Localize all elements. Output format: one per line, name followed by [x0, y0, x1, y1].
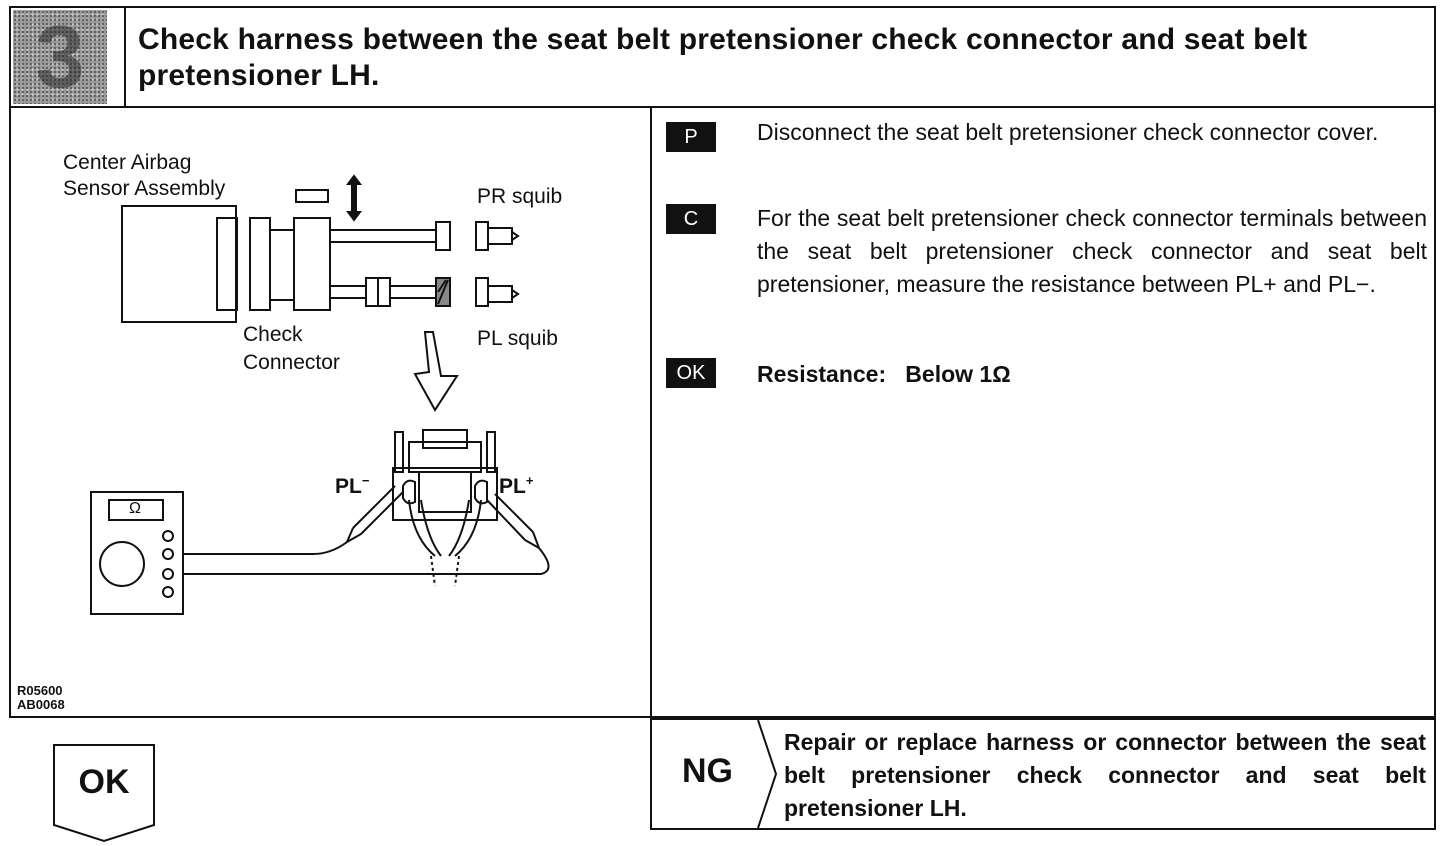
step-c-text: For the seat belt pretensioner check con… — [757, 205, 1427, 297]
label-pr-squib: PR squib — [477, 185, 563, 208]
multimeter-dial — [99, 541, 145, 587]
pr-harness-connector — [435, 221, 451, 251]
tag-ok: OK — [666, 358, 716, 388]
ng-chevron — [757, 719, 778, 829]
diagram-illustration — [90, 174, 550, 615]
label-center-airbag-2: Sensor Assembly — [63, 177, 226, 200]
check-connector-mid — [269, 229, 295, 301]
check-connector-left — [249, 217, 271, 311]
label-check-1: Check — [243, 323, 303, 346]
tag-p: P — [666, 122, 716, 152]
pr-squib-connector — [475, 221, 489, 251]
column-divider — [650, 106, 652, 718]
connector-cover — [295, 189, 329, 203]
closeup-connector-body — [392, 467, 498, 521]
header-divider — [124, 6, 126, 108]
pl-squib-connector — [475, 277, 489, 307]
multimeter-body — [90, 491, 184, 615]
label-center-airbag-1: Center Airbag — [63, 151, 192, 174]
step-number-badge: 3 — [13, 10, 107, 104]
sensor-plug — [216, 217, 238, 311]
multimeter-display — [108, 499, 164, 521]
ok-pentagon — [53, 744, 155, 843]
meter-display-symbol: Ω — [129, 500, 141, 517]
zoom-arrow-icon — [413, 331, 459, 412]
tag-c: C — [666, 204, 716, 234]
pl-squib-plug — [487, 285, 513, 303]
ng-label: NG — [682, 752, 733, 790]
label-pl-plus: PL+ — [499, 473, 534, 498]
wiring-diagram: Center Airbag Sensor Assembly PR squib P… — [11, 108, 650, 716]
label-check-2: Connector — [243, 351, 340, 374]
ng-result-box — [650, 718, 1436, 830]
ok-result-box: OK — [52, 743, 156, 843]
ok-label: OK — [78, 763, 130, 801]
closeup-connector-top — [422, 429, 468, 449]
up-arrow-icon — [346, 174, 362, 201]
step-ok-text: Resistance: Below 1Ω — [757, 361, 1011, 387]
figure-code-1: R05600 — [17, 683, 63, 698]
check-connector-right — [293, 217, 331, 311]
pr-squib-plug — [487, 227, 513, 245]
step-number: 3 — [35, 7, 85, 106]
label-pl-minus: PL− — [335, 473, 370, 498]
label-pl-squib: PL squib — [477, 327, 558, 350]
ng-instruction: Repair or replace harness or connector b… — [784, 729, 1426, 821]
step-header — [9, 6, 1436, 108]
pl-inline-connector — [365, 277, 379, 307]
airbag-sensor-body — [121, 205, 237, 323]
figure-code-2: AB0068 — [17, 697, 65, 712]
step-title: Check harness between the seat belt pret… — [138, 23, 1308, 92]
step-p-text: Disconnect the seat belt pretensioner ch… — [757, 119, 1379, 145]
down-arrow-icon — [346, 201, 362, 222]
